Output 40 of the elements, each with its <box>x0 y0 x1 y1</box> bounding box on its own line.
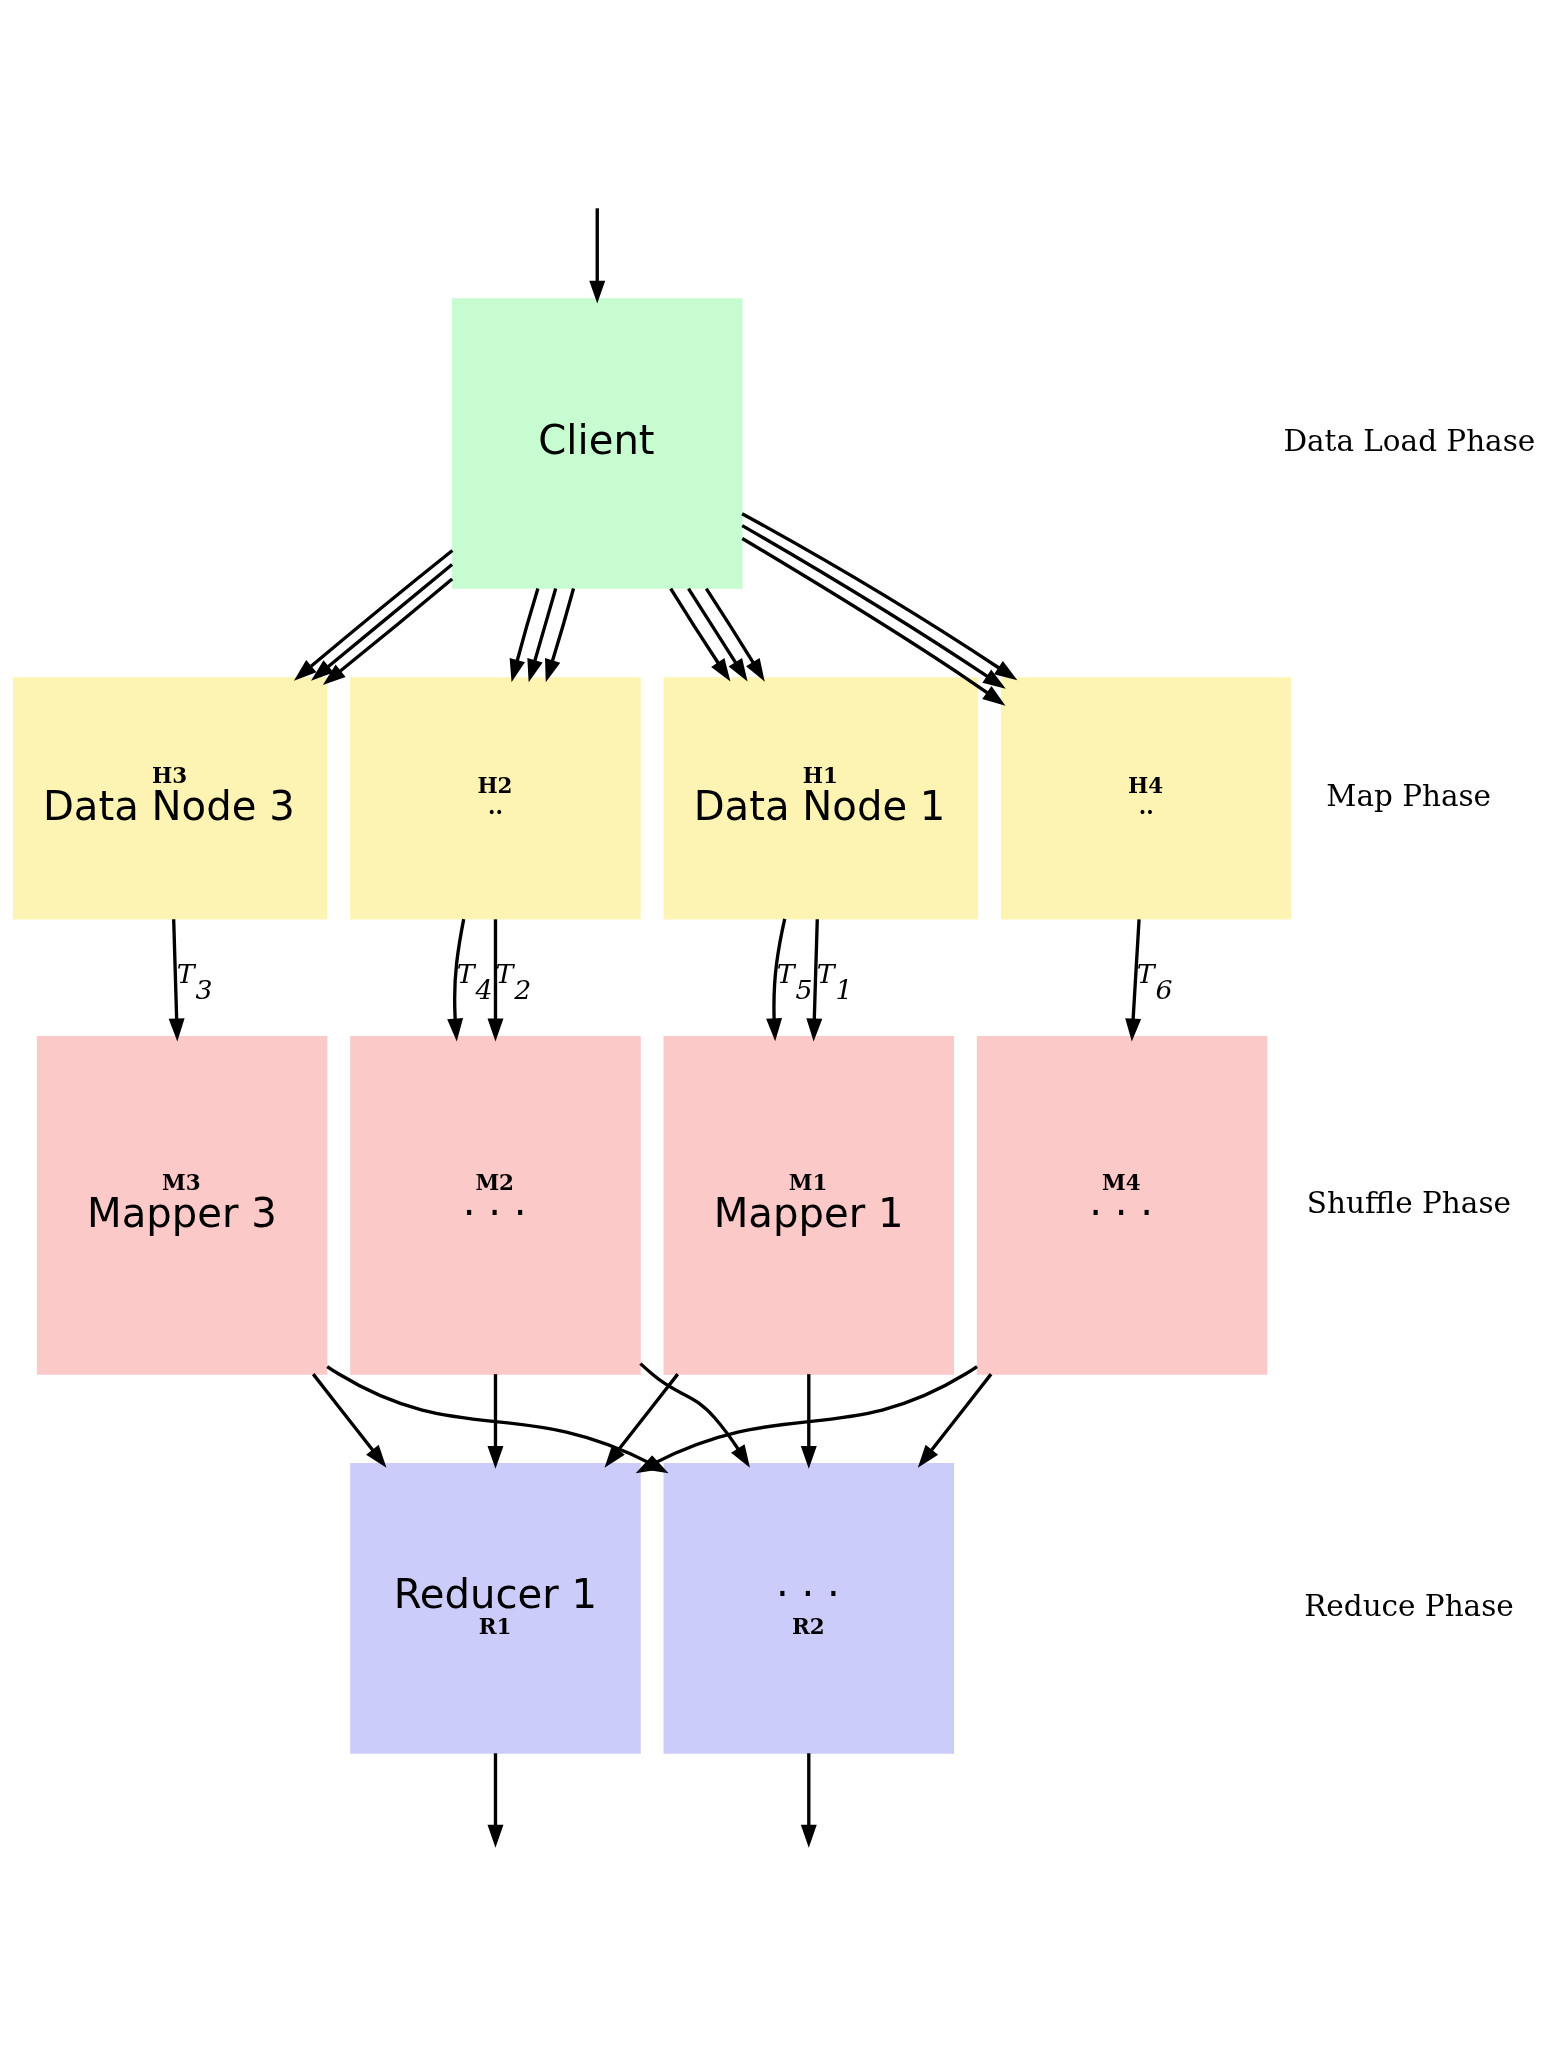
node-box: H4 .. <box>1000 677 1292 920</box>
node-box: Reducer 1 R1 <box>350 1463 641 1754</box>
arrow <box>800 1753 817 1848</box>
node-box: H2 .. <box>350 677 641 920</box>
arrow <box>800 1374 817 1469</box>
arrow <box>311 563 454 681</box>
node-box: · · · R2 <box>663 1463 955 1754</box>
node-box: M1 Mapper 1 <box>663 1035 955 1375</box>
arrow <box>447 918 466 1042</box>
node-box: M4 · · · <box>976 1035 1268 1375</box>
arrow <box>293 549 454 681</box>
arrow <box>487 1753 504 1848</box>
arrow <box>741 537 1006 706</box>
arrow <box>917 1373 993 1468</box>
arrow <box>487 919 504 1042</box>
arrow <box>168 919 185 1042</box>
arrow <box>806 919 823 1042</box>
arrow <box>487 1374 504 1469</box>
arrow <box>509 588 540 683</box>
node-box: M3 Mapper 3 <box>36 1035 328 1375</box>
arrow <box>669 587 731 682</box>
arrow <box>604 1373 680 1468</box>
arrow <box>322 577 454 686</box>
label: Data Load Phase <box>1283 423 1536 458</box>
arrow <box>545 588 576 683</box>
arrow <box>687 587 748 682</box>
arrow <box>639 1362 750 1468</box>
arrow <box>589 208 606 304</box>
arrow <box>311 1373 387 1468</box>
arrow <box>704 587 765 682</box>
arrow <box>527 588 558 683</box>
node-box: H3 Data Node 3 <box>12 677 328 920</box>
label: Reduce Phase <box>1304 1588 1514 1623</box>
arrow <box>766 918 787 1042</box>
label: Shuffle Phase <box>1306 1185 1511 1220</box>
node-box: Client <box>451 298 743 589</box>
node-box: M2 · · · <box>350 1035 641 1375</box>
label: Map Phase <box>1326 778 1492 813</box>
node-box: H1 Data Node 1 <box>663 677 979 920</box>
arrow <box>1125 919 1142 1042</box>
